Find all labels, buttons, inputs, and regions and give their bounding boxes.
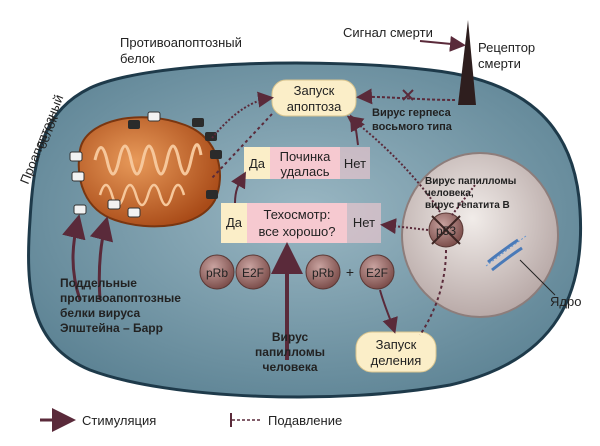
no2-label: Нет [353, 215, 375, 230]
repair-label-1: Починка [280, 149, 331, 164]
papilloma-label-3: человека [262, 360, 317, 374]
no1-label: Нет [344, 156, 366, 171]
receptor-label-1: Рецептор [478, 40, 535, 55]
e2f1-circle [235, 254, 271, 290]
prb1-circle [199, 254, 235, 290]
yes1-label: Да [249, 156, 266, 171]
no2-box [347, 203, 381, 243]
apoptosis-label-2: апоптоза [287, 99, 342, 114]
prb2-circle [305, 254, 341, 290]
ebv-label-3: белки вируса [60, 306, 141, 320]
arrow-p53-to-apoptosis [346, 115, 441, 213]
e2f1-label: E2F [242, 266, 264, 280]
legend-stimulation-label: Стимуляция [82, 413, 156, 428]
proapoptotic-proteins [69, 151, 141, 218]
no1-box [340, 147, 370, 179]
prb1-label: pRb [206, 266, 228, 280]
ebv-label-1: Поддельные [60, 276, 137, 290]
yes2-box [221, 203, 247, 243]
apoptosis-label-1: Запуск [294, 83, 335, 98]
herpes-cross [402, 89, 414, 101]
e2f2-circle [359, 254, 395, 290]
antiapoptotic-label-1: Противоапоптозный [120, 35, 242, 50]
arrow-ebv-2 [89, 216, 114, 301]
herpes-label-1: Вирус герпеса [372, 107, 452, 119]
suppression-repair-to-mito [211, 113, 273, 179]
herpes-label-2: восьмого типа [372, 121, 453, 133]
p53-cross [431, 215, 461, 245]
ebv-label-4: Эпштейна – Барр [60, 321, 163, 335]
checkup-label-1: Техосмотр: [264, 207, 331, 222]
nucleus-pointer [519, 259, 556, 296]
ebv-label-2: противоапоптозные [60, 291, 181, 305]
legend-suppression-label: Подавление [268, 413, 342, 428]
antiapoptotic-label-2: белок [120, 51, 155, 66]
arrow-e2f-to-division [379, 289, 398, 334]
repair-box [270, 147, 340, 179]
death-signal-label: Сигнал смерти [343, 25, 433, 40]
arrow-p53-to-no2 [380, 218, 429, 235]
prb2-label: pRb [312, 266, 334, 280]
division-label-2: деления [371, 353, 422, 368]
p53-label: p53 [436, 224, 456, 238]
papilloma-nuc-label-1: Вирус папилломы [425, 176, 516, 187]
death-signal-arrow [419, 35, 466, 52]
papilloma-label-1: Вирус [272, 330, 309, 344]
yes1-box [244, 147, 270, 179]
antiapoptotic-proteins [128, 111, 222, 199]
nucleus-label: Ядро [550, 294, 581, 309]
plus-label: + [346, 264, 354, 280]
suppression-p53-to-division [419, 249, 447, 336]
e2f2-label: E2F [366, 266, 388, 280]
papilloma-nuc-label-2: человека, [425, 188, 474, 199]
receptor-label-2: смерти [478, 56, 521, 71]
papilloma-nuc-label-3: вирус гепатита В [425, 200, 510, 211]
arrow-mito-to-apoptosis [211, 91, 274, 139]
yes2-label: Да [226, 215, 243, 230]
death-receptor [458, 20, 476, 105]
arrow-receptor-to-apoptosis [356, 88, 456, 105]
checkup-label-2: все хорошо? [258, 224, 335, 239]
nucleus [401, 152, 559, 318]
arrow-ebv-1 [62, 214, 86, 301]
mitochondrion [77, 116, 221, 228]
repair-label-2: удалась [281, 164, 330, 179]
division-label-1: Запуск [376, 337, 417, 352]
arrow-checkup-to-repair [231, 171, 246, 204]
checkup-box [247, 203, 347, 243]
papilloma-label-2: папилломы [255, 345, 325, 359]
